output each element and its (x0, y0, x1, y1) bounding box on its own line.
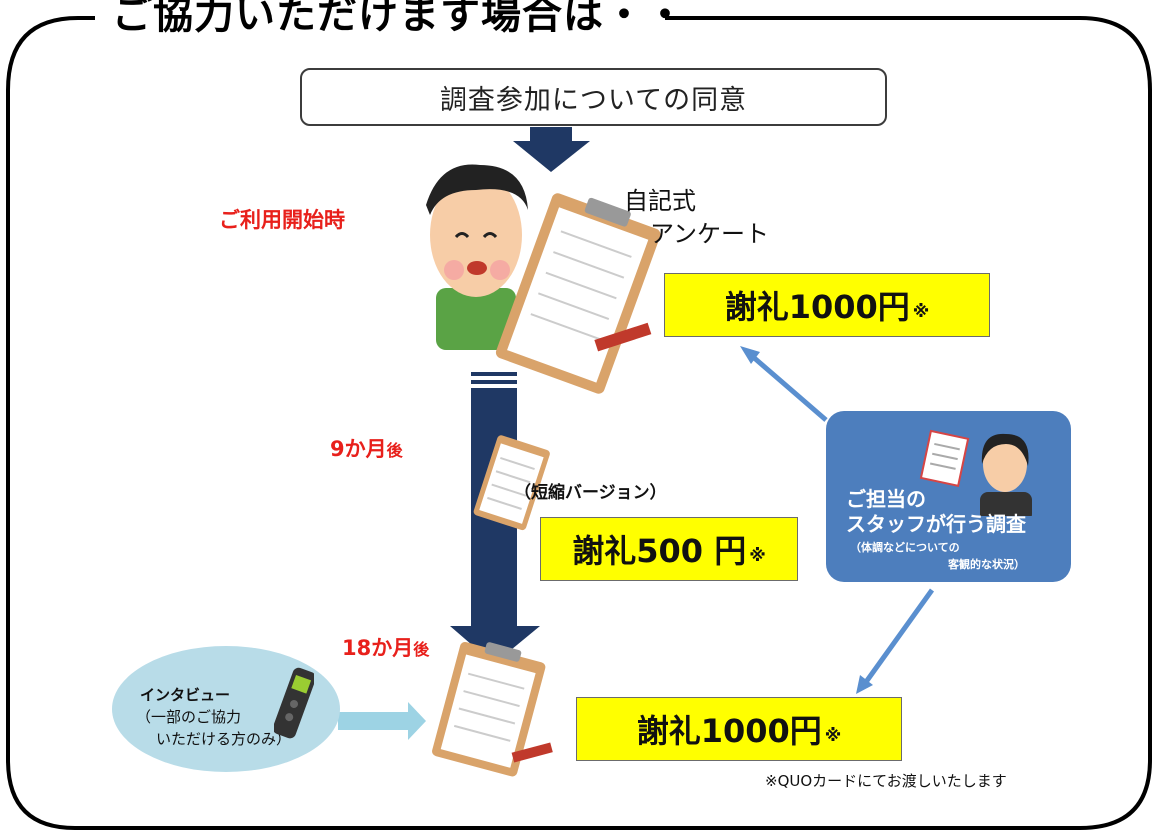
reward-9-months-text: 謝礼500 円 (572, 532, 747, 570)
interview-line3: いただける方のみ） (156, 730, 292, 748)
stage-9-months-text: 9か月 (330, 437, 387, 461)
consent-down-arrow (513, 127, 590, 172)
outer-frame (6, 16, 1152, 830)
reward-start-mark: ※ (912, 302, 930, 322)
questionnaire-type-line2: アンケート (650, 220, 770, 248)
stage-start-text: ご利用開始時 (219, 208, 345, 232)
interview-line2: （一部のご協力 (136, 708, 242, 726)
stage-18-months-label: 18か月後 (342, 632, 429, 662)
staff-arrow-down (856, 588, 935, 694)
interview-line1: インタビュー (140, 686, 231, 704)
consent-label: 調査参加についての同意 (439, 84, 748, 116)
stage-9-months-suffix: 後 (386, 441, 403, 460)
stage-9-months-label: 9か月後 (330, 433, 403, 463)
interview-ellipse: インタビュー （一部のご協力 いただける方のみ） (112, 646, 340, 772)
reward-9-months-mark: ※ (749, 546, 766, 566)
staff-illustration (919, 429, 1032, 516)
page-title: ご協力いただけます場合は・・ (112, 0, 686, 38)
stage-18-months-suffix: 後 (413, 640, 430, 659)
consent-box: 調査参加についての同意 (300, 68, 887, 126)
staff-line1: ご担当の (846, 487, 926, 511)
pencil-large (594, 322, 652, 352)
questionnaire-type-line1: 自記式 (624, 187, 696, 215)
pencil-medium (511, 742, 553, 763)
staff-line3: （体調などについての (850, 541, 960, 554)
staff-line4: 客観的な状況） (948, 558, 1025, 571)
reward-box-9-months: 謝礼500 円 ※ (540, 517, 798, 581)
clipboard-small (473, 435, 550, 531)
interview-arrow (338, 702, 426, 740)
quo-card-footnote: ※QUOカードにてお渡しいたします (765, 772, 1007, 790)
staff-survey-box: ご担当の スタッフが行う調査 （体調などについての 客観的な状況） (826, 411, 1071, 582)
reward-start-text: 謝礼1000円 (724, 288, 910, 326)
staff-line2: スタッフが行う調査 (846, 512, 1026, 536)
reward-box-start: 謝礼1000円 ※ (664, 273, 990, 337)
recorder-icon (274, 667, 314, 739)
stage-start-label: ご利用開始時 (219, 204, 345, 234)
person-illustration (426, 164, 528, 350)
clipboard-medium (432, 641, 546, 777)
staff-arrow-up (740, 346, 828, 422)
reward-18-months-mark: ※ (824, 726, 842, 746)
short-version-label: （短縮バージョン） (514, 483, 667, 503)
reward-box-18-months: 謝礼1000円 ※ (576, 697, 902, 761)
stage-18-months-text: 18か月 (342, 636, 414, 660)
reward-18-months-text: 謝礼1000円 (636, 712, 822, 750)
